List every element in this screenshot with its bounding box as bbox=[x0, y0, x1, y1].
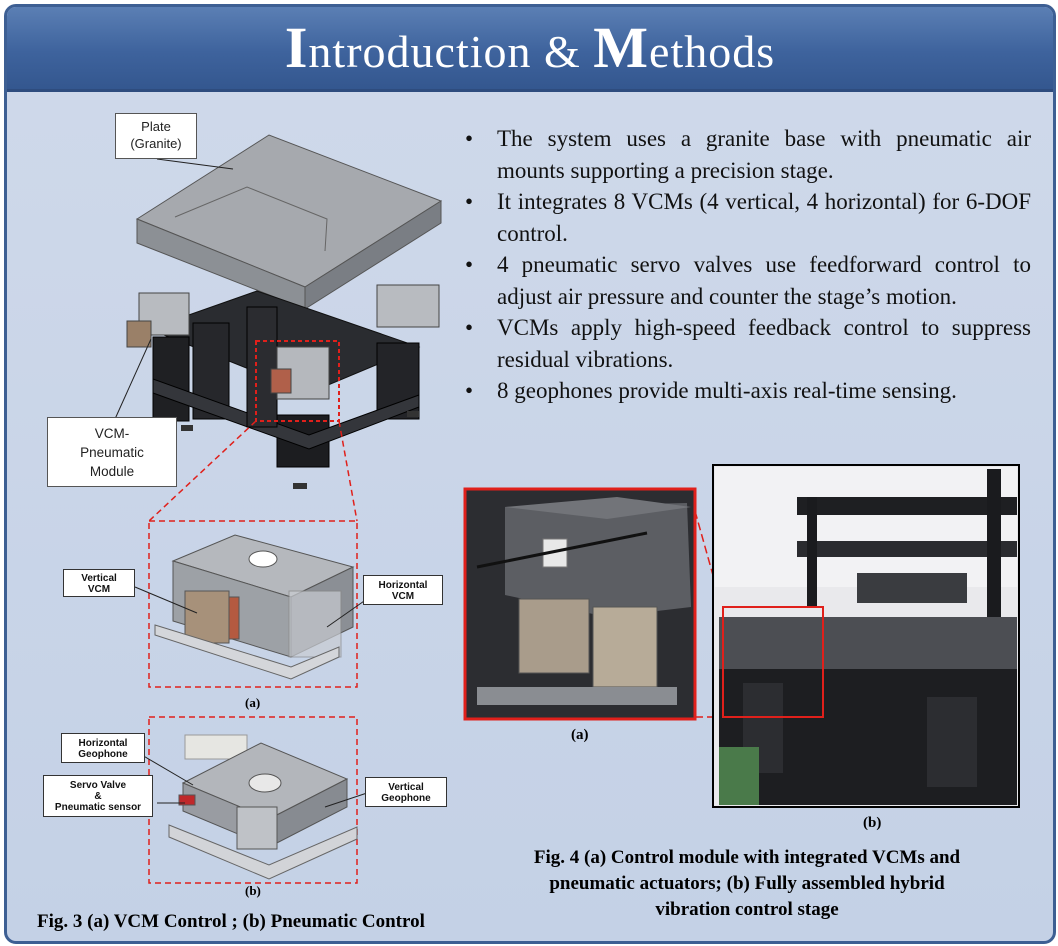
fig3-sub-b: (b) bbox=[245, 883, 261, 898]
module-highlight-box bbox=[255, 340, 340, 422]
module-drawings bbox=[126, 284, 440, 400]
bullet-item: The system uses a granite base with pneu… bbox=[459, 123, 1031, 186]
plate-label: Plate (Granite) bbox=[115, 113, 197, 159]
photo-assembled-stage bbox=[712, 464, 1020, 808]
method-bullet-list: The system uses a granite base with pneu… bbox=[459, 123, 1031, 407]
pneumatic-module-drawing bbox=[168, 734, 358, 880]
granite-plate-drawing bbox=[135, 134, 443, 310]
vertical-geophone-label: Vertical Geophone bbox=[365, 777, 447, 807]
section-title: Introduction & Methods bbox=[284, 15, 776, 80]
bullet-item: 8 geophones provide multi-axis real-time… bbox=[459, 375, 1031, 407]
fig3a-frame bbox=[148, 520, 358, 688]
bullet-item: 4 pneumatic servo valves use feedforward… bbox=[459, 249, 1031, 312]
horizontal-geophone-label: Horizontal Geophone bbox=[61, 733, 145, 763]
bullet-item: It integrates 8 VCMs (4 vertical, 4 hori… bbox=[459, 186, 1031, 249]
vcm-module-drawing bbox=[154, 534, 355, 680]
photo-control-module bbox=[463, 487, 697, 721]
fig4-sub-b: (b) bbox=[863, 815, 882, 831]
section-header: Introduction & Methods bbox=[7, 7, 1053, 92]
bullet-item: VCMs apply high-speed feedback control t… bbox=[459, 312, 1031, 375]
fig4-caption: Fig. 4 (a) Control module with integrate… bbox=[533, 847, 961, 920]
horizontal-vcm-label: Horizontal VCM bbox=[363, 575, 443, 605]
vertical-vcm-label: Vertical VCM bbox=[63, 569, 135, 597]
figure-drawings bbox=[114, 134, 1020, 884]
poster-panel: Introduction & Methods The system uses a… bbox=[4, 4, 1056, 944]
servo-valve-label: Servo Valve & Pneumatic sensor bbox=[43, 775, 153, 817]
fig3-caption: Fig. 3 (a) VCM Control ; (b) Pneumatic C… bbox=[37, 911, 425, 932]
fig4-sub-a: (a) bbox=[571, 727, 589, 743]
fig3-sub-a: (a) bbox=[245, 695, 261, 710]
module-label: VCM- Pneumatic Module bbox=[47, 417, 177, 487]
